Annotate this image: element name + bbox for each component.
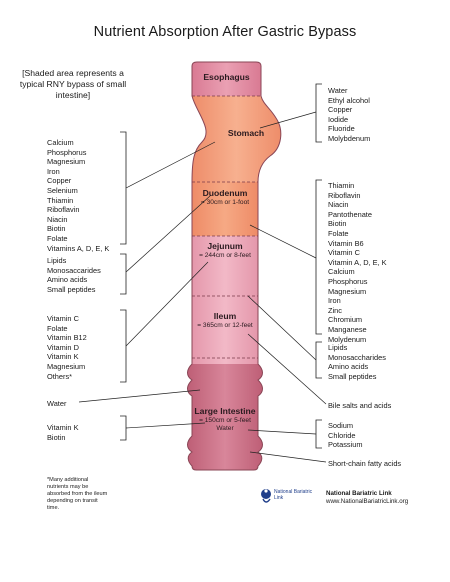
- list-item: Vitamins A, D, E, K: [47, 243, 110, 253]
- list-item: Vitamin A, D, E, K: [328, 257, 387, 267]
- list-item: Magnesium: [328, 286, 367, 296]
- connector-lines: [78, 111, 327, 463]
- jejunum-label: Jejunum: [207, 241, 243, 251]
- bypass-note: [Shaded area represents a typical RNY by…: [19, 68, 127, 100]
- large-intestine-label: Large Intestine: [194, 406, 256, 416]
- left-item-water: Water: [47, 399, 67, 408]
- list-item: Phosphorus: [328, 276, 368, 286]
- duodenum-label: Duodenum: [202, 188, 248, 198]
- list-item: Potassium: [328, 440, 363, 450]
- list-item: Folate: [47, 233, 68, 243]
- list-item: Biotin: [47, 432, 66, 442]
- list-item: Amino acids: [47, 275, 88, 285]
- duodenum-shape: [192, 182, 258, 236]
- list-item: Vitamin K: [47, 423, 79, 432]
- list-item: Phosphorus: [47, 147, 87, 157]
- list-item: Vitamin B12: [47, 333, 87, 343]
- brand-logo-text: National Bariatric Link: [274, 489, 313, 501]
- right-list-jejunum: Thiamin Riboflavin Niacin Pantothenate B…: [328, 181, 387, 344]
- footnote: *Many additional nutrients may be absorb…: [47, 477, 108, 511]
- esophagus-shape: [192, 62, 261, 96]
- esophagus-label: Esophagus: [203, 72, 250, 82]
- left-list-large-intestine: Vitamin K Biotin: [47, 423, 79, 442]
- list-item: Iodide: [328, 114, 349, 124]
- left-brackets: [120, 131, 127, 441]
- list-item: Magnesium: [47, 361, 86, 371]
- list-item: Folate: [328, 228, 349, 238]
- list-item: Calcium: [328, 267, 355, 277]
- right-brackets: [315, 83, 322, 449]
- left-list-ileum: Vitamin C Folate Vitamin B12 Vitamin D V…: [47, 314, 87, 381]
- ileum-label: Ileum: [213, 311, 237, 321]
- list-item: Copper: [47, 176, 72, 186]
- list-item: Chromium: [328, 315, 363, 325]
- list-item: Amino acids: [328, 362, 369, 372]
- small-intestine-shape: [192, 236, 258, 364]
- list-item: Vitamin C: [328, 248, 360, 258]
- brand-url[interactable]: www.NationalBariatricLink.org: [326, 498, 409, 505]
- list-item: Fluoride: [328, 124, 355, 134]
- list-item: Lipids: [328, 343, 348, 352]
- right-list-ileum: Lipids Monosaccharides Amino acids Small…: [328, 343, 386, 381]
- list-item: Riboflavin: [47, 205, 80, 215]
- list-item: Lipids: [47, 256, 67, 265]
- list-item: Molybdenum: [328, 133, 371, 143]
- segment-dividers: [192, 95, 261, 359]
- ileum-length: = 365cm or 12-feet: [197, 322, 253, 329]
- right-list-large-intestine: Sodium Chloride Potassium: [328, 421, 363, 450]
- list-item: Riboflavin: [328, 190, 361, 200]
- list-item: Manganese: [328, 324, 367, 334]
- list-item: Water: [328, 86, 348, 95]
- list-item: Thiamin: [47, 195, 74, 205]
- large-intestine-extra: Water: [216, 425, 234, 432]
- brand-logo-icon: [261, 489, 271, 503]
- page-title: Nutrient Absorption After Gastric Bypass: [93, 24, 357, 40]
- list-item: Vitamin C: [47, 314, 79, 323]
- right-item-bile: Bile salts and acids: [328, 401, 392, 410]
- list-item: Vitamin D: [47, 342, 79, 352]
- list-item: Iron: [47, 166, 60, 176]
- list-item: Chloride: [328, 430, 356, 440]
- large-intestine-length: = 150cm or 5-feet: [199, 417, 251, 424]
- list-item: Iron: [328, 296, 341, 306]
- list-item: Vitamin B6: [328, 238, 364, 248]
- stomach-shape: [192, 96, 281, 182]
- brand-block: National Bariatric Link www.NationalBari…: [326, 490, 408, 506]
- list-item: Niacin: [328, 200, 349, 210]
- tract-outline: [187, 61, 282, 471]
- list-item: Niacin: [47, 214, 68, 224]
- list-item: Copper: [328, 105, 353, 115]
- list-item: Pantothenate: [328, 209, 372, 219]
- list-item: Folate: [47, 323, 68, 333]
- stomach-label: Stomach: [227, 128, 265, 138]
- list-item: Zinc: [328, 305, 342, 315]
- list-item: Vitamin K: [47, 352, 79, 362]
- list-item: Small peptides: [47, 284, 96, 294]
- left-list-jejunum: Lipids Monosaccarides Amino acids Small …: [47, 256, 101, 294]
- brand-name: National Bariatric Link: [326, 490, 392, 497]
- list-item: Ethyl alcohol: [328, 95, 370, 105]
- duodenum-length: = 30cm or 1-foot: [200, 199, 250, 206]
- list-item: Monosaccarides: [47, 265, 101, 275]
- jejunum-length: = 244cm or 8-feet: [199, 252, 251, 259]
- list-item: Biotin: [328, 219, 347, 229]
- right-item-scfa: Short-chain fatty acids: [328, 459, 402, 468]
- list-item: Selenium: [47, 185, 78, 195]
- list-item: Thiamin: [328, 181, 355, 190]
- right-list-stomach: Water Ethyl alcohol Copper Iodide Fluori…: [328, 86, 370, 144]
- list-item: Monosaccharides: [328, 352, 386, 362]
- list-item: Biotin: [47, 224, 66, 234]
- list-item: Molydenum: [328, 334, 367, 344]
- list-item: Magnesium: [47, 157, 86, 167]
- list-item: Small peptides: [328, 371, 377, 381]
- list-item: Sodium: [328, 421, 354, 430]
- left-list-duodenum: Calcium Phosphorus Magnesium Iron Copper…: [47, 138, 109, 253]
- list-item: Others*: [47, 371, 73, 381]
- large-intestine-shape: [187, 364, 263, 470]
- list-item: Calcium: [47, 138, 74, 147]
